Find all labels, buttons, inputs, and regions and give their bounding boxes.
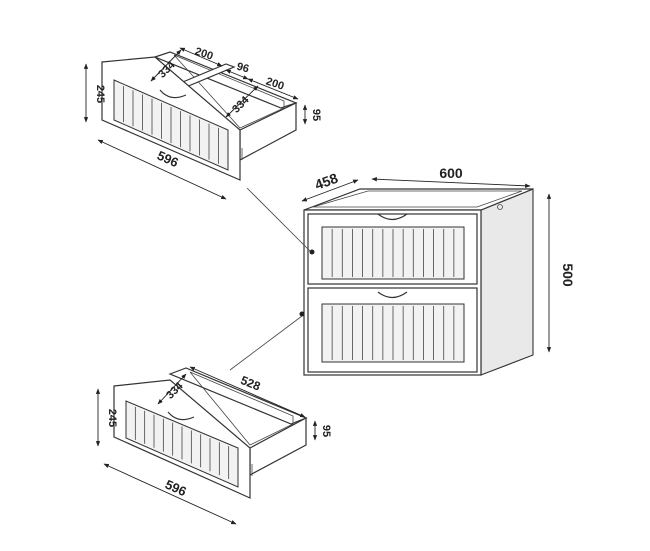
cabinet-hole (497, 204, 503, 210)
top-drawer-depth-right-arrow (225, 85, 259, 118)
bottom-drawer-handle (167, 411, 195, 421)
top-drawer-depth-left-arrow (150, 49, 182, 82)
bottom-drawer: 245 596 334 528 95 (95, 366, 332, 525)
bottom-drawer-height-label: 245 (106, 409, 118, 427)
top-drawer-side-height-label: 95 (310, 109, 322, 121)
bottom-drawer-side-right (249, 416, 307, 477)
top-drawer-handle (159, 89, 187, 99)
leader-dot-bottom (299, 311, 305, 317)
top-drawer-width-right-label: 200 (264, 76, 285, 93)
cabinet-upper-handle (377, 213, 408, 221)
bottom-drawer-inner-width-arrow (189, 366, 306, 418)
cabinet-height-label: 500 (560, 263, 576, 287)
top-drawer-height-label: 245 (94, 85, 106, 103)
top-drawer-width-arrow (97, 139, 227, 200)
bottom-drawer-side-height-label: 95 (320, 425, 332, 437)
cabinet-width-arrow (371, 177, 531, 188)
cabinet-depth-label: 458 (313, 170, 341, 193)
bottom-drawer-inner-width-label: 528 (239, 373, 263, 394)
leader-bottom-drawer (229, 315, 303, 371)
leader-dot-top (309, 249, 315, 255)
top-drawer: 245 596 334 200 96 200 334 95 (83, 46, 322, 200)
cabinet-lower-handle (377, 291, 408, 299)
top-drawer-width-right-arrow (247, 78, 299, 100)
top-drawer-depth-right-label: 334 (230, 94, 252, 116)
top-drawer-divider-arrow (225, 69, 249, 80)
cabinet: 600 458 500 (229, 165, 576, 376)
top-drawer-width-left-label: 200 (193, 46, 214, 63)
cabinet-lower-slats (331, 306, 455, 360)
top-drawer-side-right (239, 102, 297, 162)
top-drawer-divider-label: 96 (235, 61, 250, 76)
cabinet-depth-arrow (301, 179, 359, 202)
bottom-drawer-depth-arrow (157, 373, 187, 405)
bottom-drawer-width-label: 596 (163, 477, 189, 500)
top-drawer-width-left-arrow (179, 47, 223, 67)
cabinet-width-label: 600 (439, 165, 463, 181)
bottom-drawer-width-arrow (103, 463, 237, 525)
leader-top-drawer (246, 187, 311, 252)
cabinet-side-panel (480, 188, 534, 376)
cabinet-upper-slats (331, 229, 455, 277)
